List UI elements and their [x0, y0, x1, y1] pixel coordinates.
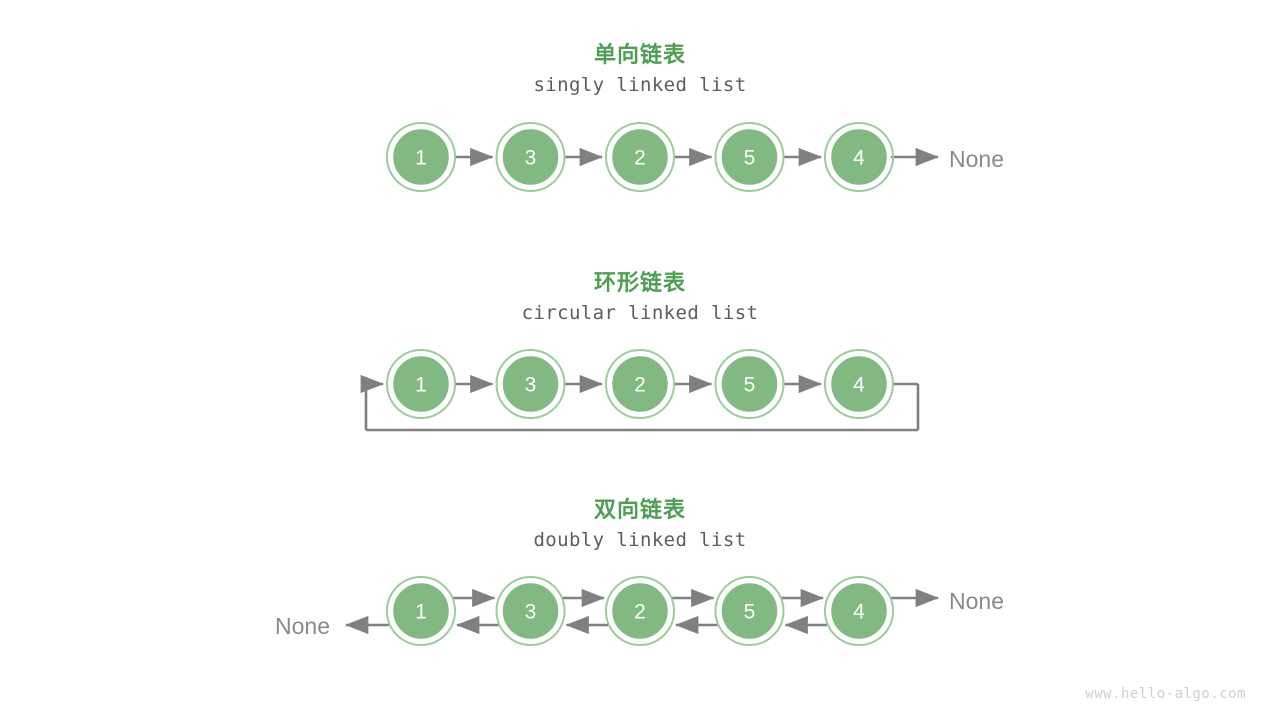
node-value-label: 1: [415, 601, 427, 624]
node-singly-4[interactable]: 5: [714, 122, 785, 192]
node-outer-ring: [386, 576, 456, 646]
node-singly-1[interactable]: 1: [386, 122, 456, 192]
node-value-label: 5: [744, 147, 756, 170]
node-value-label: 2: [634, 374, 646, 397]
node-outer-ring: [605, 122, 675, 192]
node-circle: [719, 126, 780, 188]
node-singly-5[interactable]: 4: [824, 122, 894, 192]
node-value-label: 3: [525, 374, 537, 397]
node-circle: [390, 580, 452, 642]
node-doubly-1[interactable]: 1: [386, 576, 456, 646]
node-value-label: 4: [853, 147, 865, 170]
node-circular-5[interactable]: 4: [824, 349, 894, 419]
node-circle: [828, 126, 890, 188]
node-circle: [719, 353, 780, 415]
node-circular-3[interactable]: 2: [605, 349, 675, 419]
node-value-label: 4: [853, 601, 865, 624]
list-group-circular: 1 3 2 5 4: [360, 349, 920, 432]
node-circle: [609, 353, 671, 415]
node-value-label: 5: [744, 374, 756, 397]
node-circle: [609, 580, 671, 642]
node-doubly-3[interactable]: 2: [605, 576, 675, 646]
node-value-label: 1: [415, 374, 427, 397]
node-value-label: 3: [525, 147, 537, 170]
node-value-label: 1: [415, 147, 427, 170]
list-group-doubly: 1 3 2 5 4: [344, 576, 940, 646]
node-singly-3[interactable]: 2: [605, 122, 675, 192]
node-circle: [828, 353, 890, 415]
circular-list-title: 环形链表: [593, 271, 686, 296]
doubly-tail-none-label: None: [949, 588, 1004, 614]
node-value-label: 4: [853, 374, 865, 397]
node-outer-ring: [495, 576, 566, 646]
node-circular-4[interactable]: 5: [714, 349, 785, 419]
node-circle: [828, 580, 890, 642]
node-value-label: 2: [634, 601, 646, 624]
node-value-label: 2: [634, 147, 646, 170]
node-doubly-4[interactable]: 5: [714, 576, 785, 646]
doubly-list-title: 双向链表: [593, 498, 686, 523]
node-doubly-5[interactable]: 4: [824, 576, 894, 646]
node-value-label: 3: [525, 601, 537, 624]
node-outer-ring: [605, 576, 675, 646]
doubly-list-subtitle: doubly linked list: [533, 529, 747, 551]
node-outer-ring: [824, 576, 894, 646]
node-circle: [500, 126, 561, 188]
node-outer-ring: [495, 122, 566, 192]
node-outer-ring: [824, 349, 894, 419]
singly-list-title: 单向链表: [593, 43, 686, 68]
list-group-singly: 1 3 2 5 4: [386, 122, 940, 192]
node-outer-ring: [386, 122, 456, 192]
node-circular-1[interactable]: 1: [386, 349, 456, 419]
singly-list-subtitle: singly linked list: [533, 74, 747, 96]
node-circular-2[interactable]: 3: [495, 349, 566, 419]
node-circle: [500, 580, 561, 642]
node-outer-ring: [824, 122, 894, 192]
node-doubly-2[interactable]: 3: [495, 576, 566, 646]
watermark: www.hello-algo.com: [1085, 686, 1246, 702]
node-value-label: 5: [744, 601, 756, 624]
node-circle: [390, 126, 452, 188]
node-circle: [390, 353, 452, 415]
singly-tail-none-label: None: [949, 146, 1004, 172]
doubly-head-none-label: None: [275, 613, 330, 639]
node-outer-ring: [495, 349, 566, 419]
node-outer-ring: [605, 349, 675, 419]
node-circle: [719, 580, 780, 642]
node-singly-2[interactable]: 3: [495, 122, 566, 192]
node-outer-ring: [714, 576, 785, 646]
node-outer-ring: [714, 349, 785, 419]
node-circle: [500, 353, 561, 415]
node-outer-ring: [714, 122, 785, 192]
node-circle: [609, 126, 671, 188]
circular-list-subtitle: circular linked list: [521, 302, 759, 324]
node-outer-ring: [386, 349, 456, 419]
